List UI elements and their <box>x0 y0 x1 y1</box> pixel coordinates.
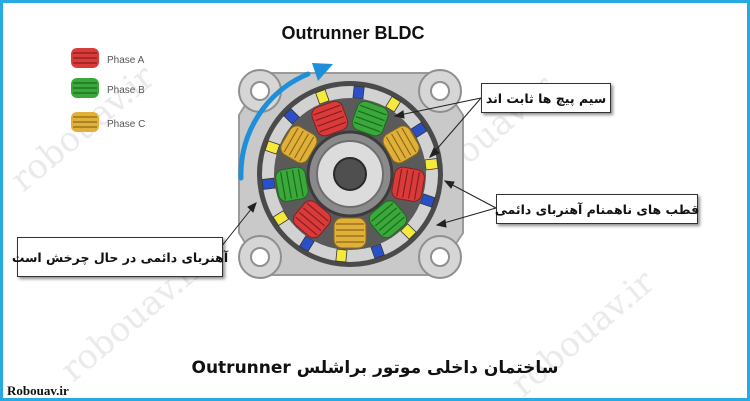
callout-stator-windings: سیم پیچ ها ثابت اند <box>481 83 611 113</box>
magnet-pole <box>370 243 385 260</box>
legend-label-phase-c: Phase C <box>107 119 146 130</box>
diagram-title: Outrunner BLDC <box>281 23 425 43</box>
stator-coils <box>275 100 425 249</box>
callout-magnet-poles: قطب های ناهمنام آهنربای دائمی <box>495 194 699 224</box>
stator-coil-phase-c <box>333 217 367 249</box>
diagram-caption: ساختمان داخلی موتور براشلس Outrunner <box>191 358 559 378</box>
permanent-magnets <box>261 85 439 263</box>
callout-rotating-magnets: آهنربای دائمی در حال چرخش است <box>12 237 228 277</box>
legend-label-phase-a: Phase A <box>107 55 145 66</box>
legend <box>71 48 99 132</box>
stator-coil-phase-a <box>292 200 332 239</box>
leader-lines <box>220 97 497 248</box>
stator-coil-phase-b <box>275 166 309 202</box>
legend-coil-phase-b <box>71 78 99 98</box>
legend-coil-phase-a <box>71 48 99 68</box>
stator-coil-phase-a <box>311 100 349 137</box>
magnet-pole <box>352 85 365 100</box>
magnet-pole <box>424 158 439 171</box>
magnet-pole <box>335 248 348 263</box>
stator-coil-phase-a <box>391 166 425 202</box>
legend-coil-phase-c <box>71 112 99 132</box>
stator-coil-phase-b <box>351 100 389 137</box>
magnet-pole <box>261 177 276 190</box>
legend-label-phase-b: Phase B <box>107 85 145 96</box>
rotation-arrow-icon <box>238 63 333 181</box>
stator-coil-phase-c <box>382 125 420 164</box>
magnet-pole <box>400 223 417 240</box>
stator-coil-phase-b <box>368 200 408 239</box>
stator-coil-phase-c <box>280 125 318 164</box>
shaft <box>333 157 367 191</box>
site-name: Robouav.ir <box>7 383 69 398</box>
